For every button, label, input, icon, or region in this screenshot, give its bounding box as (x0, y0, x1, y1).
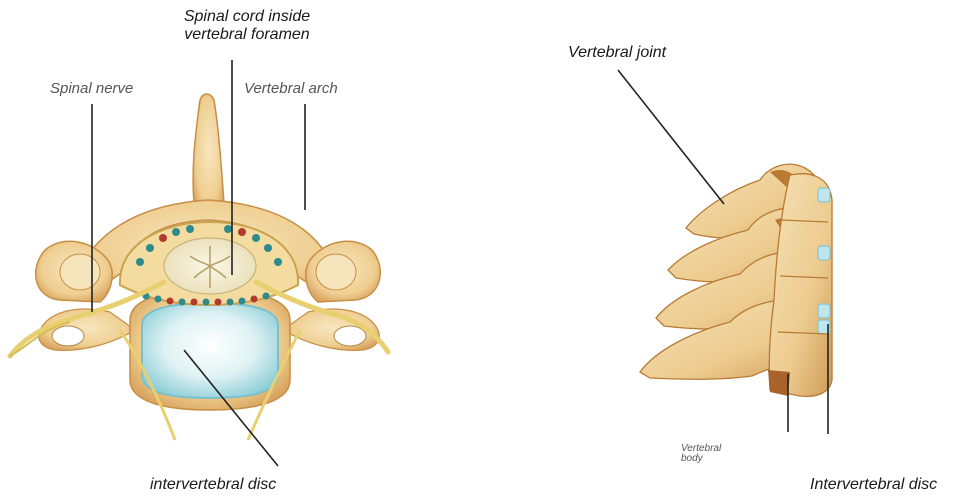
label-vertebral-arch: Vertebral arch (244, 80, 338, 97)
label-spinal-nerve: Spinal nerve (50, 80, 133, 97)
axial-vertebra-illustration (10, 94, 388, 440)
leader-line-vertebral-joint (618, 70, 724, 204)
label-vertebral-joint: Vertebral joint (568, 44, 666, 62)
lateral-disc-3 (818, 304, 830, 318)
label-spinal-cord: Spinal cord inside vertebral foramen (142, 8, 352, 45)
label-spinal-cord-line2: vertebral foramen (142, 26, 352, 44)
label-spinal-cord-line1: Spinal cord inside (142, 8, 352, 26)
lateral-disc-2 (818, 246, 830, 260)
label-intervertebral-disc: intervertebral disc (150, 476, 276, 494)
intervertebral-disc-shape (142, 303, 278, 398)
lateral-spine-illustration (640, 164, 832, 396)
lateral-disc-1 (818, 188, 830, 202)
label-intervertebral-disc-side: Intervertebral disc (810, 476, 937, 494)
label-vertebral-body: Vertebral body (681, 444, 721, 464)
label-vertebral-body-line2: body (681, 454, 721, 464)
